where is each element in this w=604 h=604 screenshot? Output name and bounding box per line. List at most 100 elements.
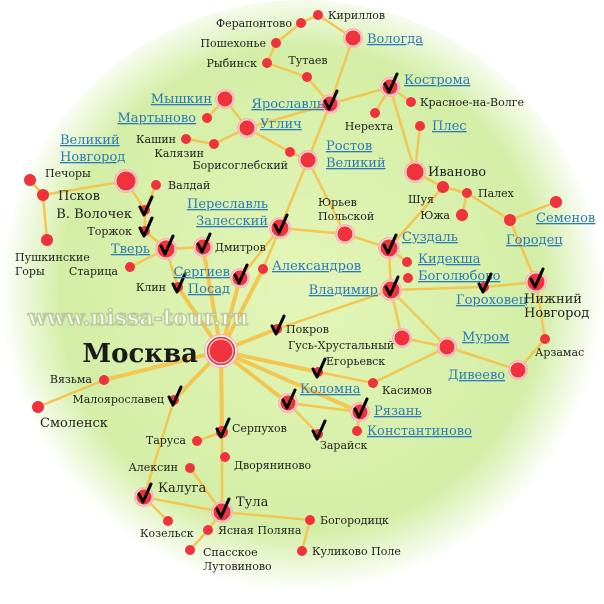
city-label[interactable]: Плес [432, 119, 467, 134]
road-egorievsk-kasimov [316, 370, 375, 385]
city-tver[interactable]: Тверь [111, 234, 177, 260]
city-yaroslavl[interactable]: Ярославль [251, 89, 340, 114]
city-marker[interactable] [352, 426, 362, 436]
city-label[interactable]: Вологда [367, 32, 423, 47]
city-label[interactable]: Владимир [309, 283, 378, 298]
city-marker[interactable] [509, 361, 527, 379]
city-marker[interactable] [216, 90, 234, 108]
city-pokrov: Покров [270, 314, 329, 336]
city-marker[interactable] [299, 151, 317, 169]
city-bogoroditsk: Богородицк [305, 514, 389, 527]
road-bogoroditsk-kulikovo [300, 518, 312, 553]
city-marker[interactable] [202, 113, 212, 123]
city-semenov[interactable]: Семенов [536, 196, 595, 226]
cities: МоскваФерапонтовоКирилловВологдаПошехонь… [15, 9, 595, 573]
city-gorodets[interactable]: Городец [504, 214, 563, 248]
city-kaluga: Калуга [134, 481, 207, 507]
city-torzhok: Торжок [87, 216, 154, 238]
city-ryazan[interactable]: Рязань [350, 397, 422, 422]
city-label[interactable]: Городец [506, 233, 563, 248]
city-palekh: Палех [462, 187, 515, 200]
city-marker[interactable] [550, 196, 562, 208]
city-label[interactable]: Ярославль [251, 97, 324, 112]
city-martynovo[interactable]: Мартыново [117, 111, 212, 126]
city-ples[interactable]: Плес [415, 119, 467, 134]
city-label[interactable]: Коломна [300, 382, 361, 397]
city-label[interactable]: Кострома [404, 73, 471, 88]
road-murom-diveevo [445, 345, 520, 372]
city-rybinsk: Рыбинск [207, 57, 272, 70]
city-marker[interactable] [438, 338, 456, 356]
city-marker[interactable] [238, 119, 256, 137]
city-tutaev: Тутаев [288, 54, 328, 82]
city-marker [32, 401, 44, 413]
city-konstantinovo[interactable]: Константиново [352, 424, 472, 439]
city-poshekhonye: Пошехонье [200, 37, 281, 50]
city-label[interactable]: Кидекша [418, 252, 481, 267]
city-label[interactable]: Семенов [536, 211, 595, 226]
city-bogolyubovo[interactable]: Боголюбово [403, 269, 501, 284]
city-klin: Клин [136, 272, 187, 294]
city-uglich[interactable]: Углич [237, 117, 302, 138]
city-marker [192, 436, 202, 446]
city-marker[interactable] [115, 170, 137, 192]
city-label[interactable]: Тверь [111, 242, 150, 257]
city-marker[interactable] [403, 273, 413, 283]
city-gorokhovets[interactable]: Гороховец [456, 272, 527, 308]
city-diveevo[interactable]: Дивеево [448, 360, 528, 383]
city-vologda[interactable]: Вологда [343, 28, 423, 48]
city-marker [285, 147, 295, 157]
road-gorodets-nnovgorod [508, 218, 538, 284]
city-kolomna[interactable]: Коломна [278, 382, 361, 413]
city-label: Старица [69, 265, 119, 278]
city-kostroma[interactable]: Кострома [380, 72, 471, 97]
city-label[interactable]: Суздаль [402, 230, 458, 245]
city-vladimir[interactable]: Владимир [309, 275, 402, 301]
city-label[interactable]: Муром [462, 330, 509, 345]
city-label[interactable]: Гороховец [456, 293, 527, 308]
city-marker[interactable] [415, 121, 425, 131]
visited-check-icon [311, 357, 327, 379]
city-tula: Тула [211, 495, 269, 523]
city-marker[interactable] [258, 264, 268, 274]
city-marker[interactable] [344, 29, 362, 47]
watermark: www.nissa-tour.ru [27, 305, 248, 331]
city-aleksandrov[interactable]: Александров [258, 259, 361, 274]
road-gorodets-semenov [508, 200, 558, 222]
city-label[interactable]: Дивеево [448, 368, 505, 383]
city-suzdal[interactable]: Суздаль [378, 230, 458, 259]
city-label[interactable]: Рязань [374, 404, 422, 419]
city-marker [185, 545, 195, 555]
city-murom[interactable]: Муром [437, 330, 509, 357]
city-label[interactable]: Мартыново [117, 111, 196, 126]
city-pechory: Печоры [24, 167, 91, 186]
city-label: Шуя [408, 193, 434, 206]
city-label: Ферапонтово [216, 17, 292, 30]
city-label[interactable]: Углич [260, 117, 302, 132]
city-label[interactable]: Боголюбово [418, 269, 501, 284]
city-kideksha[interactable]: Кидекша [402, 252, 481, 267]
city-marker [24, 174, 36, 186]
city-label[interactable]: Мышкин [151, 92, 212, 107]
city-marker[interactable] [504, 214, 516, 226]
city-label[interactable]: Александров [272, 259, 361, 274]
city-marker [406, 97, 416, 107]
city-marker[interactable] [402, 257, 412, 267]
road-pskov-pgory [41, 193, 49, 242]
city-label[interactable]: Константиново [367, 424, 472, 439]
city-valdai: Валдай [151, 179, 210, 192]
city-myshkin[interactable]: Мышкин [151, 89, 235, 109]
city-gus: Гусь-Хрустальный [288, 328, 412, 352]
